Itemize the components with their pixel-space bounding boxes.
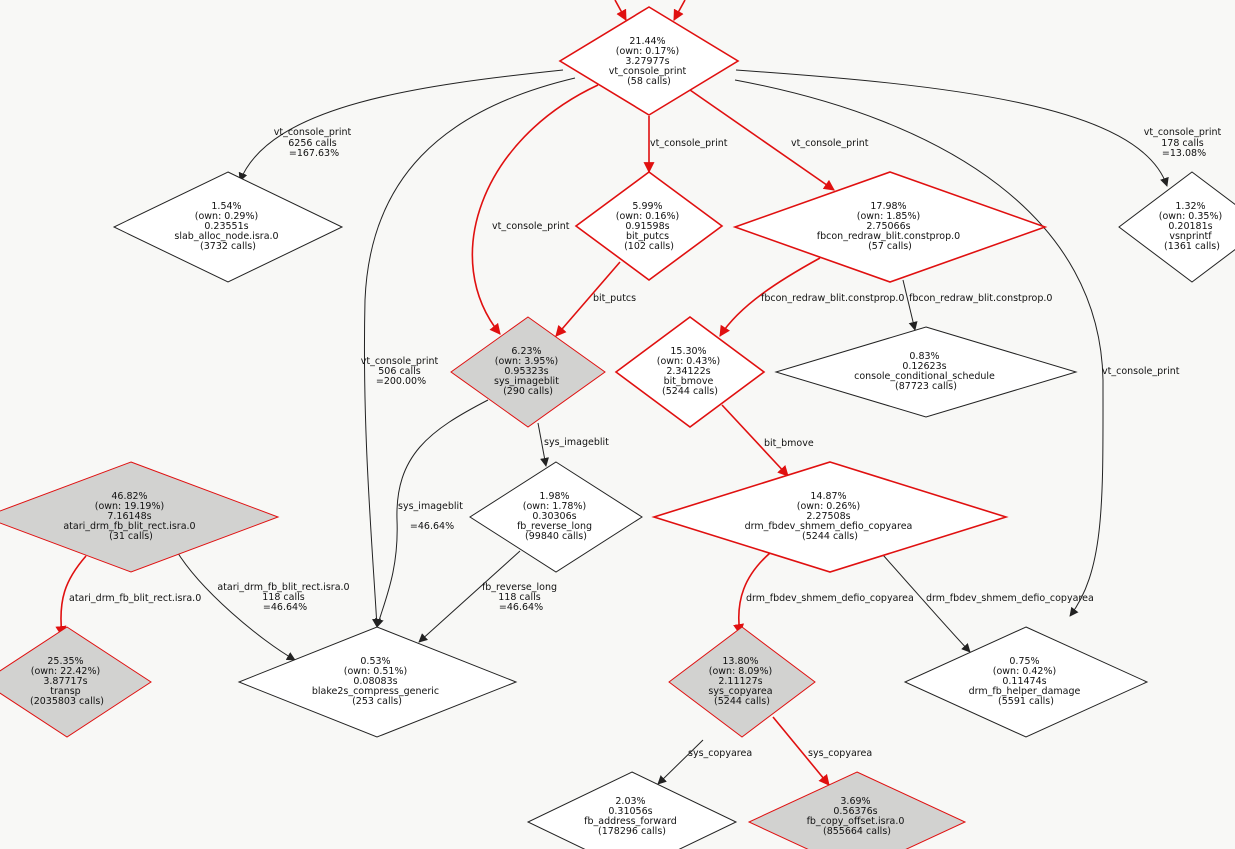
node-fb-copy-offset[interactable]: 3.69% 0.56376s fb_copy_offset.isra.0 (85… [747, 771, 967, 849]
edge-label-fbcon-to-bmove: fbcon_redraw_blit.constprop.0 [761, 293, 904, 304]
svg-text:25.35% (own: 22.42%): 25.35% (own: 22.42%) 3.87717s transp (20… [30, 656, 104, 707]
svg-text:14.87% (own: 0.26%): 14.87% (own: 0.26%) 2.27508s drm_fbdev_s… [745, 491, 916, 542]
edge-atari-to-blake [175, 549, 296, 661]
svg-text:3.69% 0.56376s: 3.69% 0.56376s fb_copy_offset.isra.0 (85… [807, 796, 908, 837]
edge-label-vt-to-vsnprintf: vt_console_print 178 calls =13.08% [1144, 127, 1225, 159]
edge-incoming-left [614, 0, 627, 21]
edge-label-bitputcs-to-imageblit: bit_putcs [593, 293, 636, 304]
edge-label-copyarea-to-damage: drm_fbdev_shmem_defio_copyarea [926, 593, 1094, 604]
edge-vt-to-blake [363, 77, 576, 628]
svg-text:15.30% (own: 0.43%): 15.30% (own: 0.43%) 2.34122s bit_bmove (… [657, 346, 723, 397]
edge-label-vt-to-damage: vt_console_print [1102, 366, 1180, 377]
svg-text:1.54% (own: 0.29%): 1.54% (own: 0.29%) 0.23551s slab_alloc_n… [174, 201, 281, 252]
edge-syscopy-to-addr [657, 739, 704, 785]
edge-label-syscopy-to-offset: sys_copyarea [808, 748, 872, 759]
svg-text:13.80% (own: 8.09%): 13.80% (own: 8.09%) 2.11127s sys_copyare… [708, 656, 775, 707]
node-sys-imageblit[interactable]: 6.23% (own: 3.95%) 0.95323s sys_imagebli… [450, 316, 606, 428]
edges [55, 0, 1169, 786]
edge-label-vt-to-imageblit: vt_console_print [492, 221, 570, 232]
edge-incoming-right [673, 0, 686, 21]
edge-vt-to-damage [734, 79, 1104, 617]
nodes: 21.44% (own: 0.17%) 3.27977s vt_console_… [0, 6, 1235, 849]
edge-label-copyarea-to-syscopy: drm_fbdev_shmem_defio_copyarea [746, 593, 914, 604]
node-fb-address-forward[interactable]: 2.03% 0.31056s fb_address_forward (17829… [526, 771, 738, 849]
edge-fbcon-to-sched [902, 279, 918, 331]
node-transp[interactable]: 25.35% (own: 22.42%) 3.87717s transp (20… [0, 626, 152, 738]
svg-text:17.98% (own: 1.85%): 17.98% (own: 1.85%) 2.75066s fbcon_redra… [817, 201, 963, 252]
svg-text:0.53% (own: 0.51%): 0.53% (own: 0.51%) 0.08083s blake2s_comp… [312, 656, 442, 707]
edge-atari-to-transp [55, 555, 87, 638]
edge-label-atari-to-blake: atari_drm_fb_blit_rect.isra.0 118 calls … [217, 582, 352, 613]
node-sys-copyarea[interactable]: 13.80% (own: 8.09%) 2.11127s sys_copyare… [668, 626, 816, 738]
node-fbcon-redraw-blit[interactable]: 17.98% (own: 1.85%) 2.75066s fbcon_redra… [732, 171, 1048, 283]
edge-vt-to-imageblit [471, 84, 599, 335]
node-slab-alloc-node[interactable]: 1.54% (own: 0.29%) 0.23551s slab_alloc_n… [112, 171, 344, 283]
node-bit-putcs[interactable]: 5.99% (own: 0.16%) 0.91598s bit_putcs (1… [574, 171, 724, 281]
node-atari-drm-fb-blit-rect[interactable]: 46.82% (own: 19.19%) 7.16148s atari_drm_… [0, 461, 280, 573]
edge-label-bmove-to-copyarea: bit_bmove [764, 438, 814, 449]
node-bit-bmove[interactable]: 15.30% (own: 0.43%) 2.34122s bit_bmove (… [614, 316, 766, 428]
svg-text:0.75% (own: 0.42%): 0.75% (own: 0.42%) 0.11474s drm_fb_helpe… [969, 656, 1084, 707]
edge-labels: vt_console_print 6256 calls =167.63% vt_… [69, 127, 1225, 759]
node-vt-console-print[interactable]: 21.44% (own: 0.17%) 3.27977s vt_console_… [558, 6, 740, 116]
edge-label-imageblit-to-reverse: sys_imageblit [544, 437, 609, 448]
edge-label-vt-to-bitputcs: vt_console_print [650, 138, 728, 149]
node-blake2s-compress-generic[interactable]: 0.53% (own: 0.51%) 0.08083s blake2s_comp… [237, 626, 518, 738]
svg-text:1.32% (own: 0.35%): 1.32% (own: 0.35%) 0.20181s vsnprintf (1… [1159, 201, 1225, 252]
edge-label-vt-to-slab: vt_console_print 6256 calls =167.63% [274, 127, 355, 159]
edge-imageblit-to-blake [374, 399, 489, 628]
edge-label-atari-to-transp: atari_drm_fb_blit_rect.isra.0 [69, 593, 201, 604]
edge-copyarea-to-damage [882, 554, 971, 653]
edge-copyarea-to-syscopy [733, 552, 771, 636]
edge-imageblit-to-reverse [537, 422, 549, 467]
svg-text:6.23% (own: 3.95%): 6.23% (own: 3.95%) 0.95323s sys_imagebli… [494, 346, 562, 397]
svg-text:2.03% 0.31056s: 2.03% 0.31056s fb_address_forward (17829… [584, 796, 680, 837]
edge-fbcon-to-bmove [719, 257, 821, 337]
edge-label-fbcon-to-sched: fbcon_redraw_blit.constprop.0 [909, 293, 1052, 304]
node-drm-fb-helper-damage[interactable]: 0.75% (own: 0.42%) 0.11474s drm_fb_helpe… [903, 626, 1149, 738]
edge-bmove-to-copyarea [721, 404, 789, 477]
edge-label-reverse-to-blake: fb_reverse_long 118 calls =46.64% [482, 582, 560, 613]
edge-bitputcs-to-imageblit [555, 261, 621, 337]
node-vsnprintf[interactable]: 1.32% (own: 0.35%) 0.20181s vsnprintf (1… [1118, 171, 1235, 283]
node-console-conditional-schedule[interactable]: 0.83% 0.12623s console_conditional_sched… [774, 326, 1078, 418]
edge-vt-to-fbcon [689, 89, 835, 191]
node-drm-fbdev-shmem-defio-copyarea[interactable]: 14.87% (own: 0.26%) 2.27508s drm_fbdev_s… [651, 461, 1009, 573]
edge-label-vt-to-blake: vt_console_print 506 calls =200.00% [361, 356, 442, 387]
svg-text:5.99% (own: 0.16%): 5.99% (own: 0.16%) 0.91598s bit_putcs (1… [616, 201, 682, 252]
edge-vt-to-vsnprintf [735, 69, 1169, 187]
edge-label-vt-to-fbcon: vt_console_print [791, 138, 869, 149]
edge-vt-to-slab [238, 69, 564, 182]
svg-text:46.82% (own: 19.19%): 46.82% (own: 19.19%) 7.16148s atari_drm_… [63, 491, 198, 542]
svg-text:0.83% 0.12623s: 0.83% 0.12623s console_conditional_sched… [854, 351, 998, 392]
svg-text:1.98% (own: 1.78%): 1.98% (own: 1.78%) 0.30306s fb_reverse_l… [517, 491, 595, 542]
edge-reverse-to-blake [418, 550, 521, 643]
edge-label-imageblit-to-blake: sys_imageblit =46.64% [398, 501, 466, 532]
svg-text:21.44% (own: 0.17%): 21.44% (own: 0.17%) 3.27977s vt_console_… [609, 36, 690, 87]
node-fb-reverse-long[interactable]: 1.98% (own: 1.78%) 0.30306s fb_reverse_l… [469, 461, 643, 573]
edge-label-syscopy-to-addr: sys_copyarea [688, 748, 752, 759]
edge-syscopy-to-offset [772, 716, 830, 786]
